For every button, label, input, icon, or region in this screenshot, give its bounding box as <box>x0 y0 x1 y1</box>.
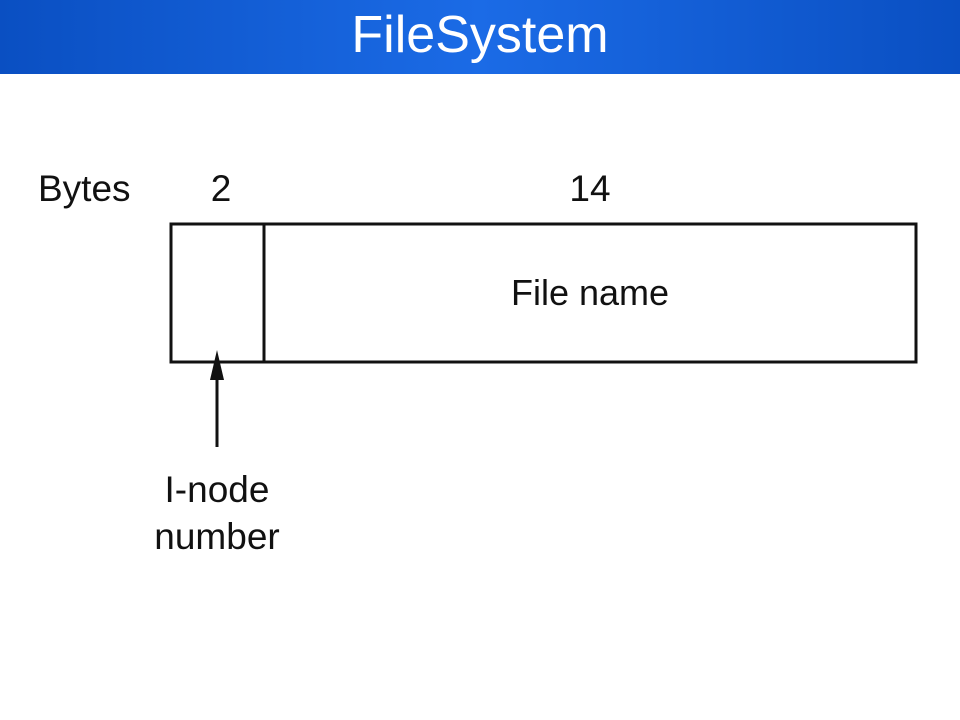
slide-title: FileSystem <box>351 6 609 64</box>
arrow-up-icon <box>210 350 224 447</box>
filename-field-box <box>262 222 918 364</box>
field-size-filename: 14 <box>569 168 610 209</box>
filename-field-label: File name <box>511 272 669 313</box>
inode-field-box <box>169 222 266 364</box>
inode-number-label-line2: number <box>154 516 279 557</box>
bytes-label: Bytes <box>38 168 131 209</box>
inode-number-label-line1: I-node <box>165 469 270 510</box>
field-size-inode: 2 <box>211 168 232 209</box>
title-bar: FileSystem <box>0 0 960 74</box>
